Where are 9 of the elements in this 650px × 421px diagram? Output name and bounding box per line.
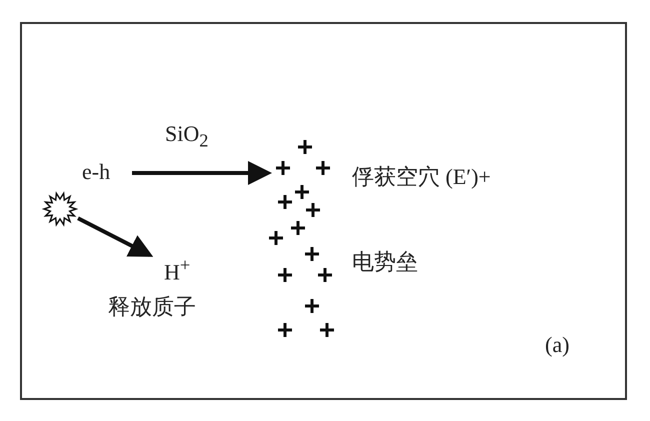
arrow <box>77 216 154 257</box>
trap-label: 俘获空穴 (E′)+ <box>352 165 491 190</box>
edge-label: SiO$_{2}$ <box>165 122 208 151</box>
barrier-label: 电势垒 <box>352 250 418 274</box>
node-text: H$^{+}$ <box>164 255 190 285</box>
node-text: e-h <box>82 160 110 184</box>
arrow <box>132 161 272 185</box>
node-caption: 释放质子 <box>108 295 196 320</box>
panel-label: (a) <box>545 333 570 358</box>
